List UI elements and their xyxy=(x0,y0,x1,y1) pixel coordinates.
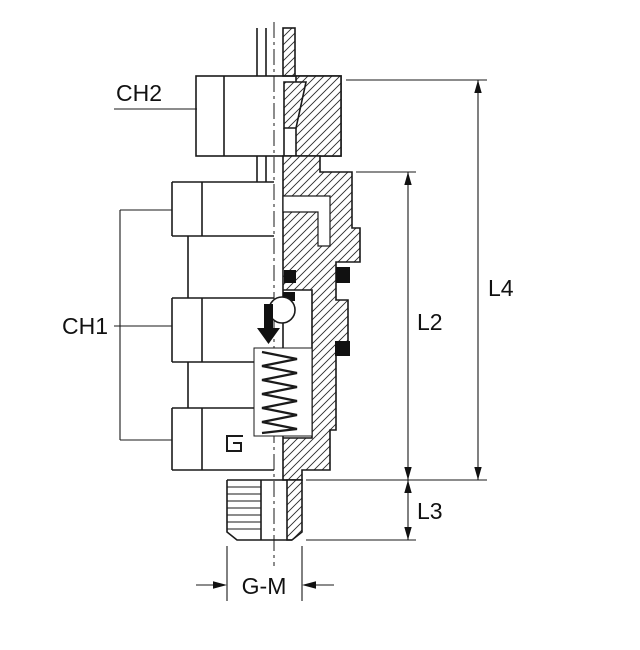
dimension-label-gm: G-M xyxy=(242,573,287,599)
threaded-stud xyxy=(226,479,303,541)
flow-direction-arrow-icon xyxy=(257,304,280,344)
dimension-l3 xyxy=(306,480,416,541)
marking-symbol-icon xyxy=(226,435,243,452)
valve-body-section xyxy=(282,155,361,481)
top-tube xyxy=(256,27,296,77)
spring xyxy=(261,350,298,435)
label-ch1: CH1 xyxy=(62,313,108,339)
dimension-label-l3: L3 xyxy=(417,498,443,524)
o-ring-seal xyxy=(284,270,296,283)
dimension-label-l2: L2 xyxy=(417,309,443,335)
o-ring-seal xyxy=(335,341,350,356)
spring-chamber xyxy=(253,347,313,437)
valve-seat-seal xyxy=(283,292,295,301)
valve-body-exterior xyxy=(171,181,274,471)
o-ring-seal xyxy=(336,267,350,283)
dimension-label-l4: L4 xyxy=(488,275,514,301)
top-nut xyxy=(195,75,342,182)
dimension-gm xyxy=(196,546,334,601)
label-ch2: CH2 xyxy=(116,80,162,106)
flow-channel xyxy=(282,195,331,247)
dimension-l2 xyxy=(356,171,416,480)
dimension-l4 xyxy=(306,79,487,481)
leader-ch1 xyxy=(114,209,172,441)
